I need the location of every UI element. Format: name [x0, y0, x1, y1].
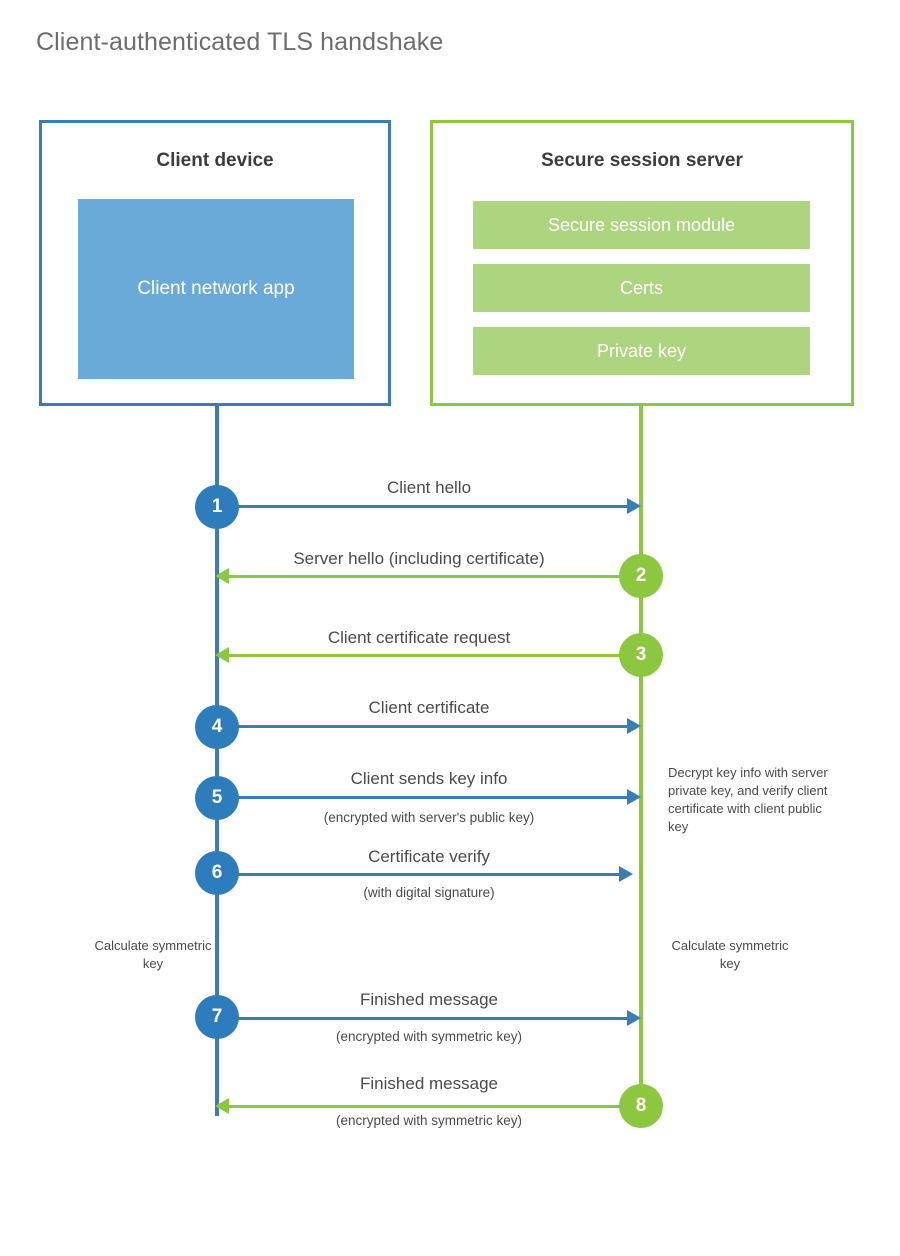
step-2-arrow-head-icon [215, 568, 229, 584]
step-6-marker: 6 [195, 851, 239, 895]
step-1-arrow-line [217, 505, 627, 508]
server-component-certs: Certs [473, 264, 810, 312]
page-title: Client-authenticated TLS handshake [36, 28, 444, 56]
step-4-marker: 4 [195, 705, 239, 749]
step-7-label: Finished message [360, 990, 498, 1009]
server-decrypt-note: Decrypt key info with server private key… [668, 765, 828, 834]
client-device-title: Client device [156, 150, 274, 171]
step-1-marker: 1 [195, 485, 239, 529]
step-4-arrow-head-icon [627, 718, 641, 734]
server-component-secure-session-module: Secure session module [473, 201, 810, 249]
step-6-label: Certificate verify [368, 847, 490, 866]
step-8-label: Finished message [360, 1074, 498, 1093]
client-device-box: Client device Client network app [39, 120, 391, 406]
server-component-private-key: Private key [473, 327, 810, 375]
step-5-arrow-head-icon [627, 789, 641, 805]
step-5-marker: 5 [195, 776, 239, 820]
step-8-arrow-head-icon [215, 1098, 229, 1114]
step-7-arrow-line [217, 1017, 627, 1020]
secure-session-server-title: Secure session server [541, 150, 743, 171]
step-2-marker: 2 [619, 554, 663, 598]
step-4-label: Client certificate [368, 698, 490, 717]
step-8-sublabel: (encrypted with symmetric key) [335, 1113, 523, 1128]
step-3-label: Client certificate request [327, 628, 511, 647]
client-lifeline [215, 404, 219, 1116]
step-1-label: Client hello [386, 478, 472, 497]
client-network-app-box: Client network app [78, 199, 354, 379]
secure-session-server-box: Secure session server Secure session mod… [430, 120, 854, 406]
step-2-arrow-line [229, 575, 623, 578]
step-3-marker: 3 [619, 633, 663, 677]
step-3-arrow-head-icon [215, 647, 229, 663]
step-7-marker: 7 [195, 995, 239, 1039]
client-calculate-symmetric-key-note: Calculate symmetric key [94, 938, 212, 971]
step-6-arrow-head-icon [619, 866, 633, 882]
step-8-marker: 8 [619, 1084, 663, 1128]
step-5-label: Client sends key info [350, 769, 508, 788]
step-4-arrow-line [217, 725, 627, 728]
server-lifeline [639, 404, 643, 1106]
step-5-arrow-line [217, 796, 627, 799]
server-calculate-symmetric-key-note: Calculate symmetric key [671, 938, 789, 971]
step-1-arrow-head-icon [627, 498, 641, 514]
step-2-label: Server hello (including certificate) [293, 549, 545, 568]
step-8-arrow-line [229, 1105, 623, 1108]
step-7-sublabel: (encrypted with symmetric key) [335, 1029, 523, 1044]
step-6-arrow-line [217, 873, 619, 876]
step-3-arrow-line [229, 654, 623, 657]
step-7-arrow-head-icon [627, 1010, 641, 1026]
step-6-sublabel: (with digital signature) [363, 885, 495, 900]
step-5-sublabel: (encrypted with server's public key) [323, 810, 535, 825]
